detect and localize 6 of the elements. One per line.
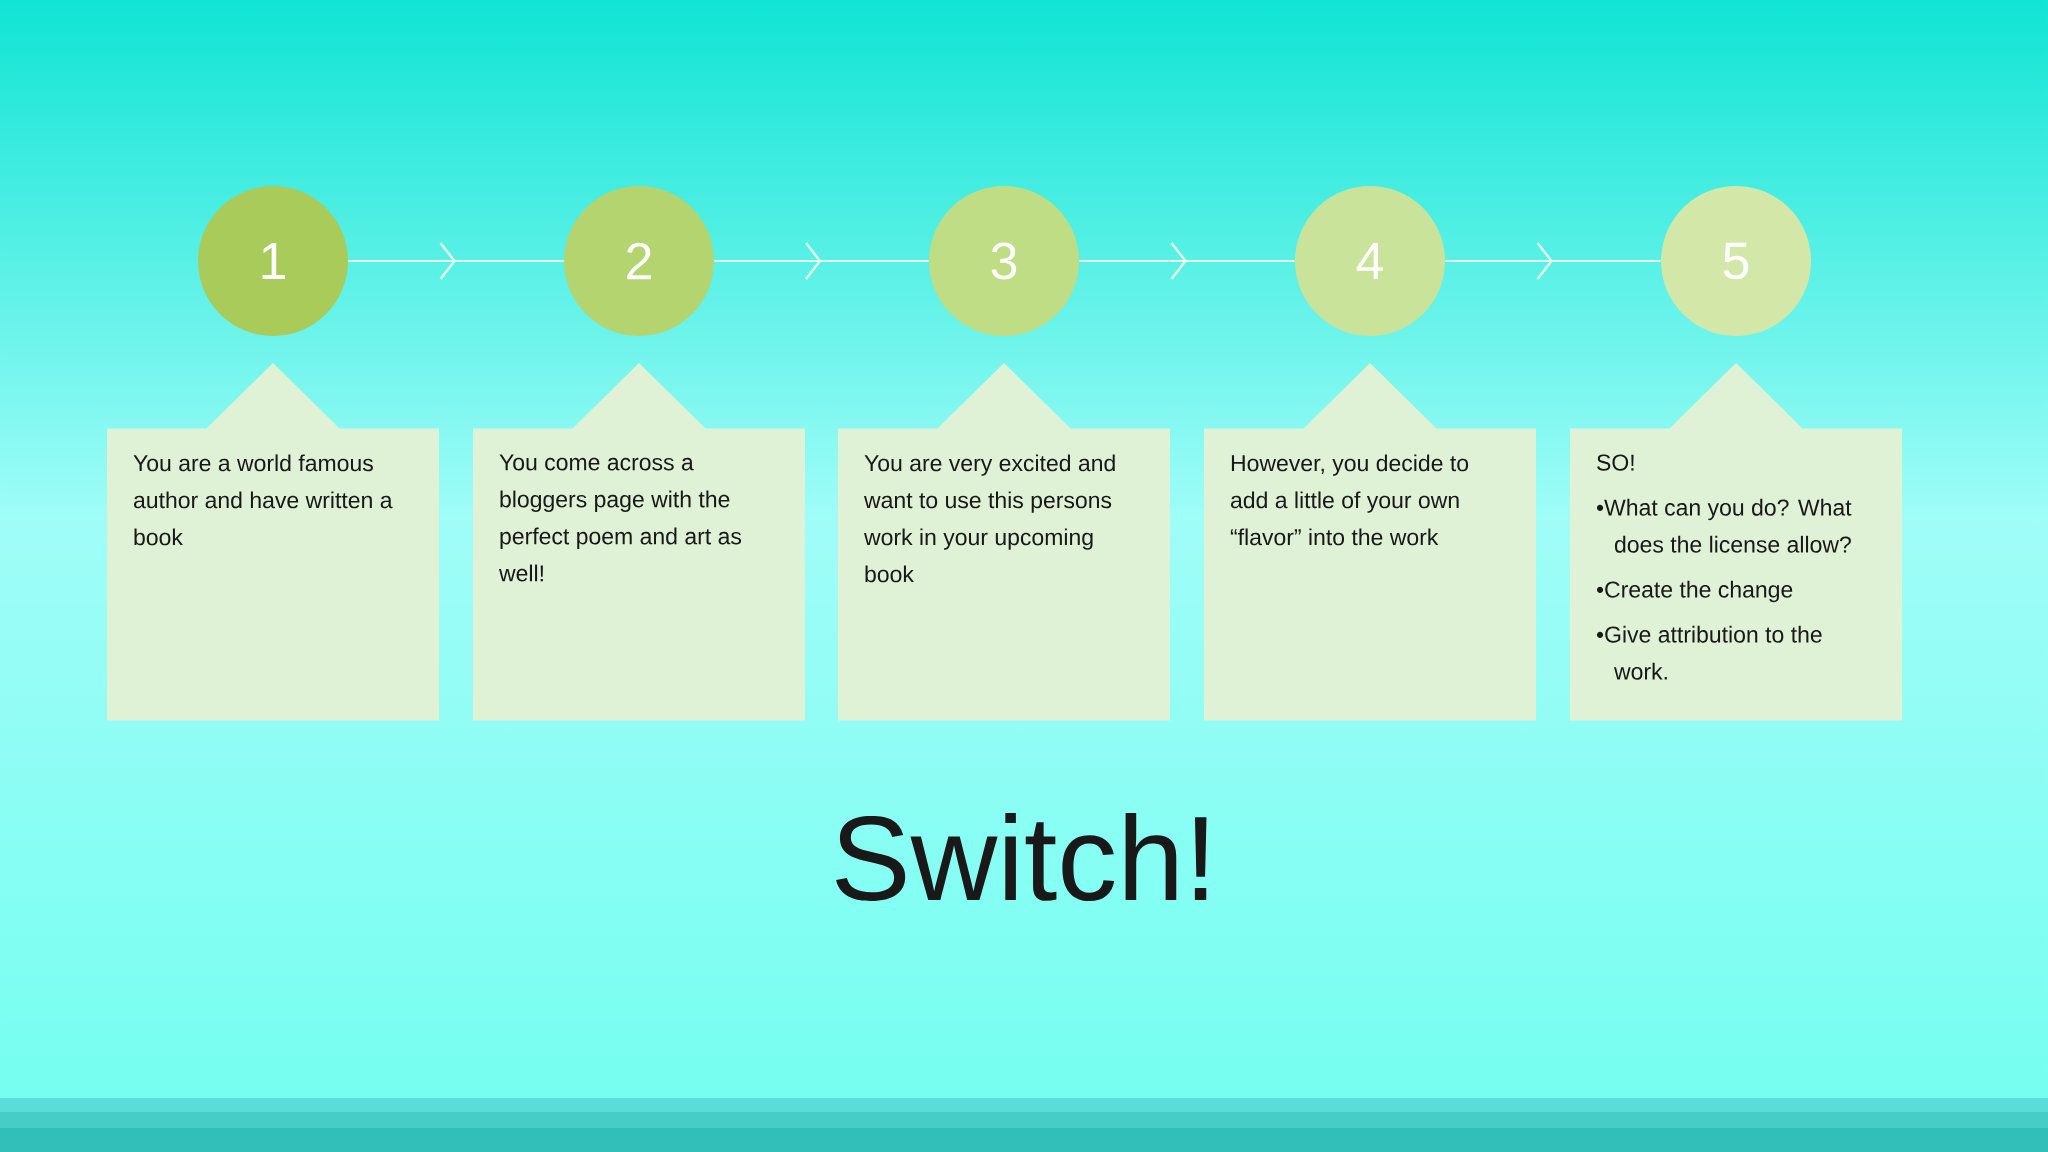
text-callout: SO! •What can you do? What does the license allow? •Create the change •Give attribution to the work.	[1570, 363, 1903, 721]
text-callout: You come across a bloggers page with the perfect poem and art as well!	[473, 363, 805, 721]
text-callout: You are a world famous author and have written a book	[107, 363, 439, 721]
title: Switch!	[836, 812, 1207, 902]
text-callout: However, you decide to add a little of your own “flavor” into the work	[1204, 363, 1536, 721]
text-callout: You are very excited and want to use this persons work in your upcoming book	[838, 363, 1170, 721]
